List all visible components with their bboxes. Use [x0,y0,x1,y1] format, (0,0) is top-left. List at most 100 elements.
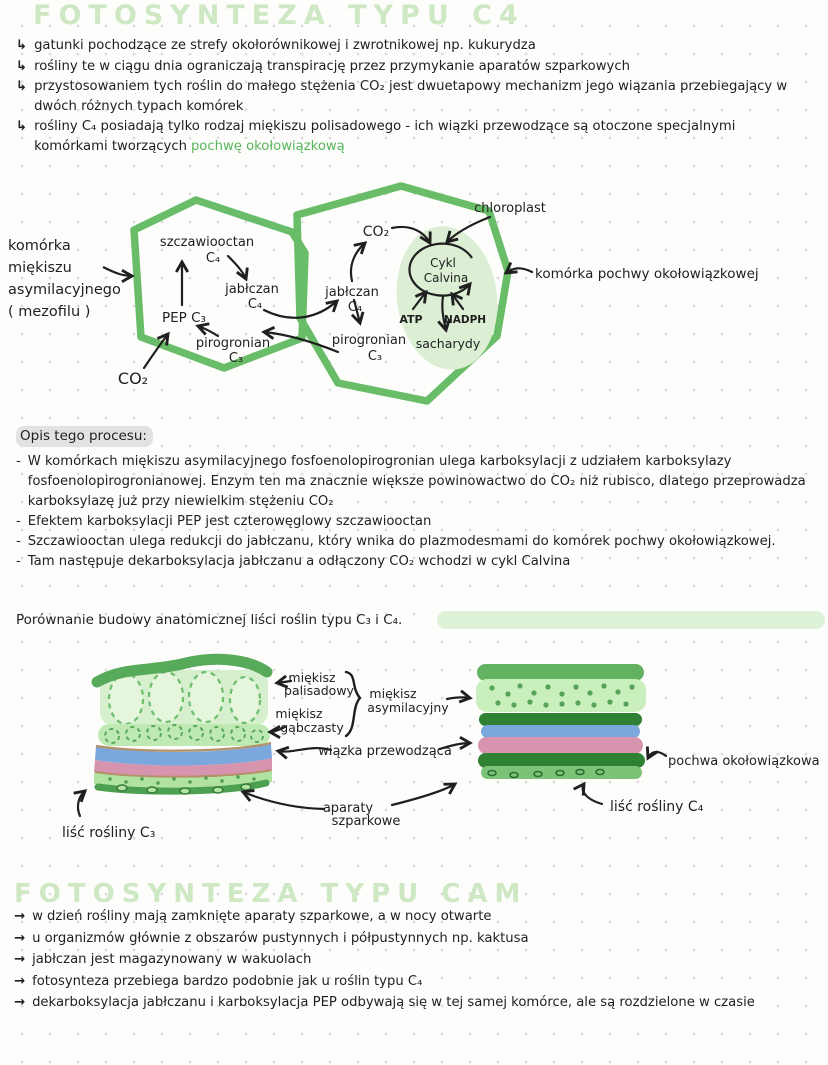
atp-label: ATP [399,313,422,326]
arrow-mesophyll-label-to-cell [102,266,132,276]
arrow-stomata-to-c3leaf [243,792,326,811]
leaf-label-arrows [78,681,668,818]
sugars-label: sacharydy [416,336,481,351]
c3-tan-line-bottom [94,768,272,778]
spongy-cell [250,729,264,743]
stoma [509,771,519,779]
opis-item-4-text: Tam następuje dekarboksylacja jabłczanu … [27,554,571,569]
c4-bullet-4-main: rośliny C₄ posiadają tylko rodzaj miękis… [34,119,736,154]
right-arrow-icon: → [14,930,26,946]
stoma [179,787,191,795]
bundle-sheath-cell-contents: CO₂ jabłczan C₄ pirogronian C₃ Cykl Calv… [324,224,486,364]
arrow-malate-left-to-right [262,301,337,319]
cam-bullet-1-text: w dzień rośliny mają zamknięte aparaty s… [32,909,492,924]
arrow-co2-into-pep [142,334,168,370]
dash-marker: - [16,554,21,569]
cam-bullet-1: → w dzień rośliny mają zamknięte aparaty… [14,907,820,928]
stomata-label-line2: szparkowe [332,814,401,829]
opis-item-2: - Efektem karboksylacji PEP jest czterow… [16,512,808,532]
arrow-vascular-to-c3leaf [278,748,333,752]
pyruvate-left-label: pirogronian [196,336,270,351]
section-title-c4: FOTOSYNTEZA TYPU C4 [33,0,525,31]
right-arrow-icon: → [14,973,26,989]
c4-mesophyll-dots [489,683,635,708]
leaf-labels: miękisz palisadowy miękisz gąbczasty mię… [62,670,820,841]
c4-bullet-4-green-term: pochwę okołowiązkową [190,138,345,154]
palisade-cell [228,675,262,725]
c4-pathway-diagram: komórka miękiszu asymilacyjnego ( mezofi… [8,182,759,405]
spongy-cell [104,728,120,744]
arrow-c3-leaf-label [78,791,85,818]
chloroplast-blob [396,226,498,370]
bundle-sheath-label: pochwa okołowiązkowa [668,754,820,769]
arrow-c4-leaf-label [583,784,604,806]
mesophyll-label-line4: ( mezofilu ) [8,304,90,320]
c4-bullet-4-text: rośliny C₄ posiadają tylko rodzaj miękis… [34,117,796,156]
branch-arrow-icon: ↳ [16,119,28,134]
arrow-bundle-sheath-label [506,268,534,273]
arrow-oxaloacetate-to-malate [226,254,246,279]
c4-bundle-sheath-bottom [478,753,645,768]
spongy-cell [167,724,183,740]
mesophyll-cell-label: komórka miękiszu asymilacyjnego ( mezofi… [8,238,121,320]
pyruvate-left-c3: C₃ [229,351,243,366]
dash-marker: - [16,454,21,469]
arrow-assimilation-to-c4leaf [445,697,470,699]
stoma [555,769,565,777]
arrow-calvin-to-sugars [442,294,446,330]
c4-bundle-sheath-top [479,713,642,726]
c4-lower-epidermis [481,766,642,779]
branch-arrow-icon: ↳ [16,58,28,74]
c4-bullet-4: ↳ rośliny C₄ posiadają tylko rodzaj mięk… [16,117,796,156]
c4-leaf-cross-section [476,664,646,779]
process-description-heading: Opis tego procesu: [16,426,153,447]
arrow-pyruvate-right-to-left [264,332,340,354]
c3-spongy-layer [98,724,270,746]
c4-bullet-2: ↳ rośliny te w ciągu dnia ograniczają tr… [16,57,796,77]
malate-left-label: jabłczan [224,282,279,297]
process-description: Opis tego procesu: - W komórkach miękisz… [16,426,808,572]
green-highlight-bar [437,611,825,629]
stoma [146,786,158,794]
spongy-cell [188,725,204,741]
stoma [116,784,128,792]
c4-bullet-3-text: przystosowaniem tych roślin do małego st… [34,79,788,114]
oxaloacetate-c4: C₄ [206,251,220,266]
dash-marker: - [16,514,21,529]
bundle-sheath-cell-label: komórka pochwy okołowiązkowej [535,266,759,282]
palisade-cell [187,670,225,724]
c4-bullet-1: ↳ gatunki pochodzące ze strefy okołorówn… [16,36,796,56]
c3-xylem-band [95,744,272,766]
opis-item-3-text: Szczawiooctan ulega redukcji do jabłczan… [27,534,776,549]
arrow-chloroplast-label [447,215,492,242]
c4-phloem-band [478,737,643,754]
pep-label: PEP C₃ [162,310,206,326]
mesophyll-label-line1: komórka [8,238,71,254]
spongy-cell [125,726,141,742]
leaf-anatomy-diagram: miękisz palisadowy miękisz gąbczasty mię… [62,653,820,841]
bundle-sheath-cell-outline [293,182,512,405]
c4-upper-epidermis [477,664,644,681]
comparison-heading: Porównanie budowy anatomicznej liści roś… [16,612,403,628]
branch-arrow-icon: ↳ [16,79,28,94]
opis-item-3: - Szczawiooctan ulega redukcji do jabłcz… [16,532,808,552]
stoma [240,783,252,791]
stomata-label-line1: aparaty [323,801,374,816]
co2-right-label: CO₂ [363,224,389,240]
cam-bullet-5: → dekarboksylacja jabłczanu i karboksyla… [14,993,820,1014]
arrow-stomata-to-c4leaf [390,784,455,807]
right-arrow-icon: → [14,909,26,924]
c4-bullet-3: ↳ przystosowaniem tych roślin do małego … [16,77,796,116]
assimilation-brace [344,670,362,738]
palisade-label-line1: miękisz [288,670,336,685]
malate-left-c4: C₄ [248,297,262,312]
calvin-cycle-circle [408,242,473,297]
mesophyll-label-line2: miękiszu [8,260,72,276]
arrow-co2-to-calvin [390,225,430,243]
malate-right-label: jabłczan [324,285,379,300]
stoma [575,768,585,776]
pyruvate-right-label: pirogronian [332,333,406,348]
arrow-vascular-to-c4leaf [438,743,470,751]
c3-leaf-cross-section [91,653,273,795]
